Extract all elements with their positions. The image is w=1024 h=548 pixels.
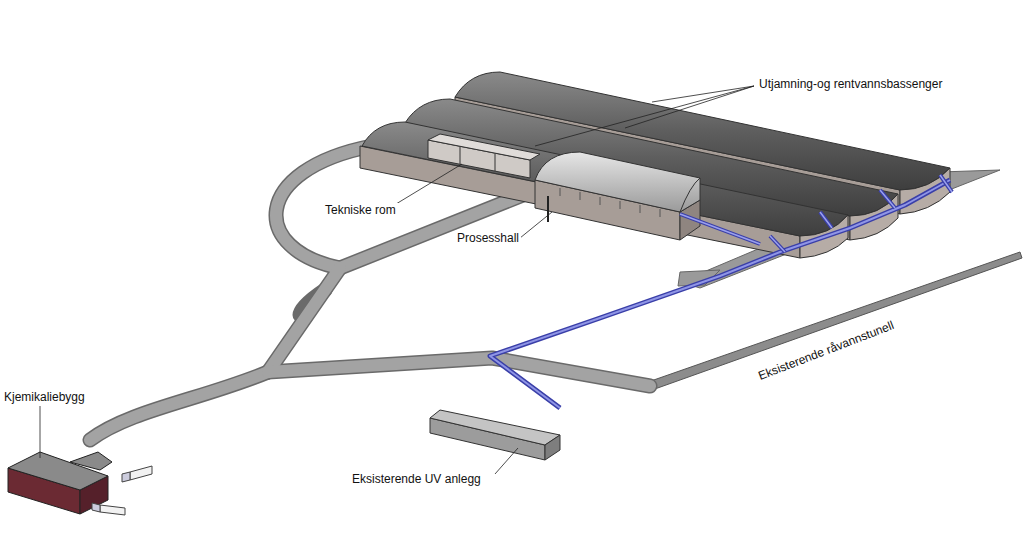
basins [360, 72, 950, 258]
callout-label: Prosesshall [455, 231, 521, 245]
callout-label: Utjamning-og rentvannsbassenger [757, 77, 944, 91]
leader-lines [40, 86, 754, 474]
pipes [490, 175, 952, 408]
chemical-building [8, 452, 112, 514]
technical-rooms [428, 134, 540, 178]
callout-label: Eksisterende UV anlegg [350, 472, 483, 486]
process-hall [535, 152, 700, 240]
trucks [92, 466, 152, 515]
tunnel [648, 252, 1022, 390]
callout-label: Tekniske rom [323, 203, 398, 217]
callout-label: Kjemikaliebygg [2, 390, 87, 404]
uv-plant [430, 410, 560, 460]
